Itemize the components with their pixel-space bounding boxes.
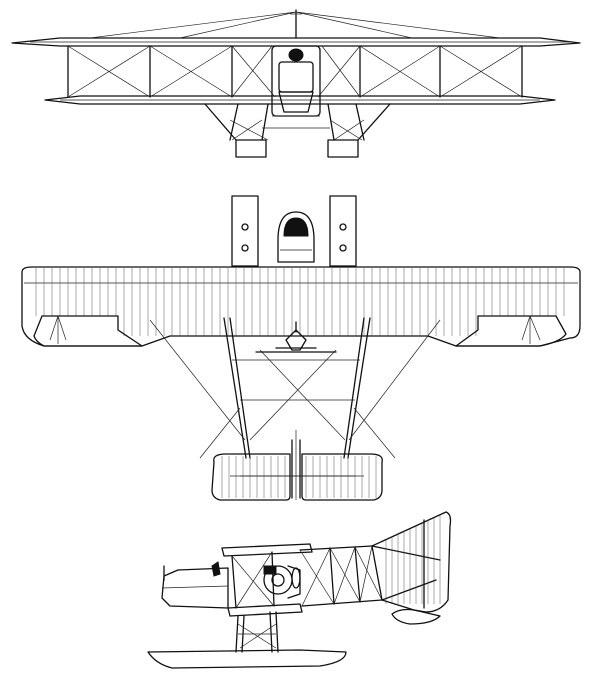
- side-tail-float: [391, 608, 441, 625]
- side-fin-rudder: [371, 511, 452, 613]
- top-floats: [231, 195, 357, 267]
- side-main-float: [147, 649, 347, 669]
- front-bracing-wires: [67, 45, 523, 98]
- top-wing-outline: [21, 266, 581, 347]
- front-view: [11, 9, 581, 158]
- side-tail-truss: [299, 545, 441, 607]
- front-interplane-struts: [67, 45, 523, 98]
- top-wing-ribs: [35, 268, 565, 336]
- front-upper-wing: [11, 37, 581, 47]
- side-upper-wing: [221, 543, 313, 557]
- front-lower-wing: [44, 95, 556, 105]
- front-float-struts: [204, 103, 391, 141]
- top-center-strut: [255, 321, 337, 353]
- front-nacelle: [271, 45, 321, 117]
- top-nacelle: [277, 211, 315, 263]
- side-engine: [263, 565, 301, 599]
- top-tailplane-ribs: [221, 456, 377, 498]
- front-float-right: [327, 139, 359, 158]
- side-fin-ribs: [385, 514, 441, 604]
- top-rudder: [240, 430, 356, 500]
- side-lower-wing: [227, 603, 303, 617]
- front-float-left: [235, 139, 267, 158]
- side-view: [147, 511, 452, 669]
- top-tail-wires: [149, 319, 441, 459]
- top-ailerons: [33, 315, 567, 347]
- top-view: [21, 195, 581, 501]
- front-kingpost: [89, 9, 501, 39]
- top-tail-booms: [223, 317, 371, 459]
- top-tailplane: [211, 453, 383, 501]
- side-float-struts: [235, 611, 279, 653]
